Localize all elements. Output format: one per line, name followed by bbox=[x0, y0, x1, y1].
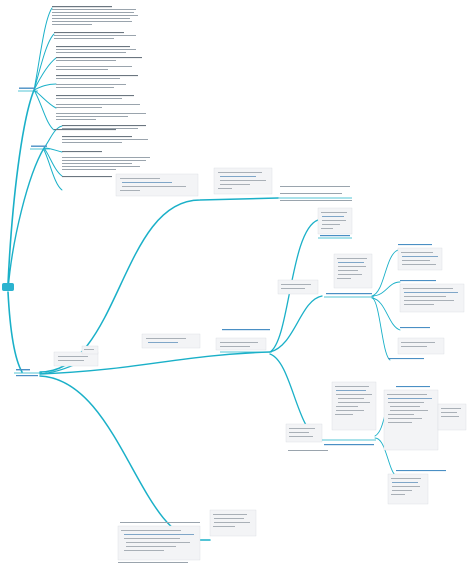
right-1-node[interactable] bbox=[278, 186, 352, 201]
edge-right-upmid-fan-1 bbox=[371, 249, 399, 297]
right-2-node[interactable] bbox=[220, 329, 272, 353]
right-3-node[interactable] bbox=[318, 235, 352, 239]
edge-bottom-to-right-2 bbox=[39, 351, 271, 375]
lower-left-text-block bbox=[62, 125, 150, 178]
upper-left-edges bbox=[33, 7, 63, 191]
upper-left-text-block bbox=[52, 6, 146, 131]
edge-root-upper-left bbox=[7, 89, 35, 285]
bottom-code-box bbox=[117, 509, 257, 563]
edge-right-upmid-fan-2 bbox=[371, 281, 401, 297]
right-4-node[interactable] bbox=[285, 423, 376, 451]
right-2-code-box bbox=[141, 333, 267, 351]
edge-right-down-fan-2 bbox=[374, 437, 397, 477]
right-1-code-box-2 bbox=[213, 167, 273, 195]
branch-node-upper-left[interactable] bbox=[18, 87, 38, 92]
right-1-code-box bbox=[115, 173, 199, 197]
right-4-children bbox=[383, 386, 467, 505]
edge-right-upmid-fan-3 bbox=[371, 297, 401, 331]
right-upmid-children bbox=[388, 244, 465, 360]
edge-bottom-to-right-3 bbox=[39, 375, 211, 541]
root-node[interactable] bbox=[2, 283, 14, 291]
mid-note-box bbox=[53, 345, 99, 367]
right-3-code-box bbox=[317, 207, 353, 235]
branch-node-bottom-left[interactable] bbox=[14, 369, 42, 377]
branch-node-lower-left[interactable] bbox=[30, 145, 50, 150]
right-upmid-box bbox=[277, 253, 374, 298]
edge-right-upper-small bbox=[371, 297, 391, 361]
edge-right-2-upmid bbox=[269, 295, 323, 353]
edge-root-lower-left bbox=[7, 147, 45, 291]
edge-root-bottom bbox=[7, 291, 23, 373]
right-4-code-box-main bbox=[331, 381, 377, 431]
